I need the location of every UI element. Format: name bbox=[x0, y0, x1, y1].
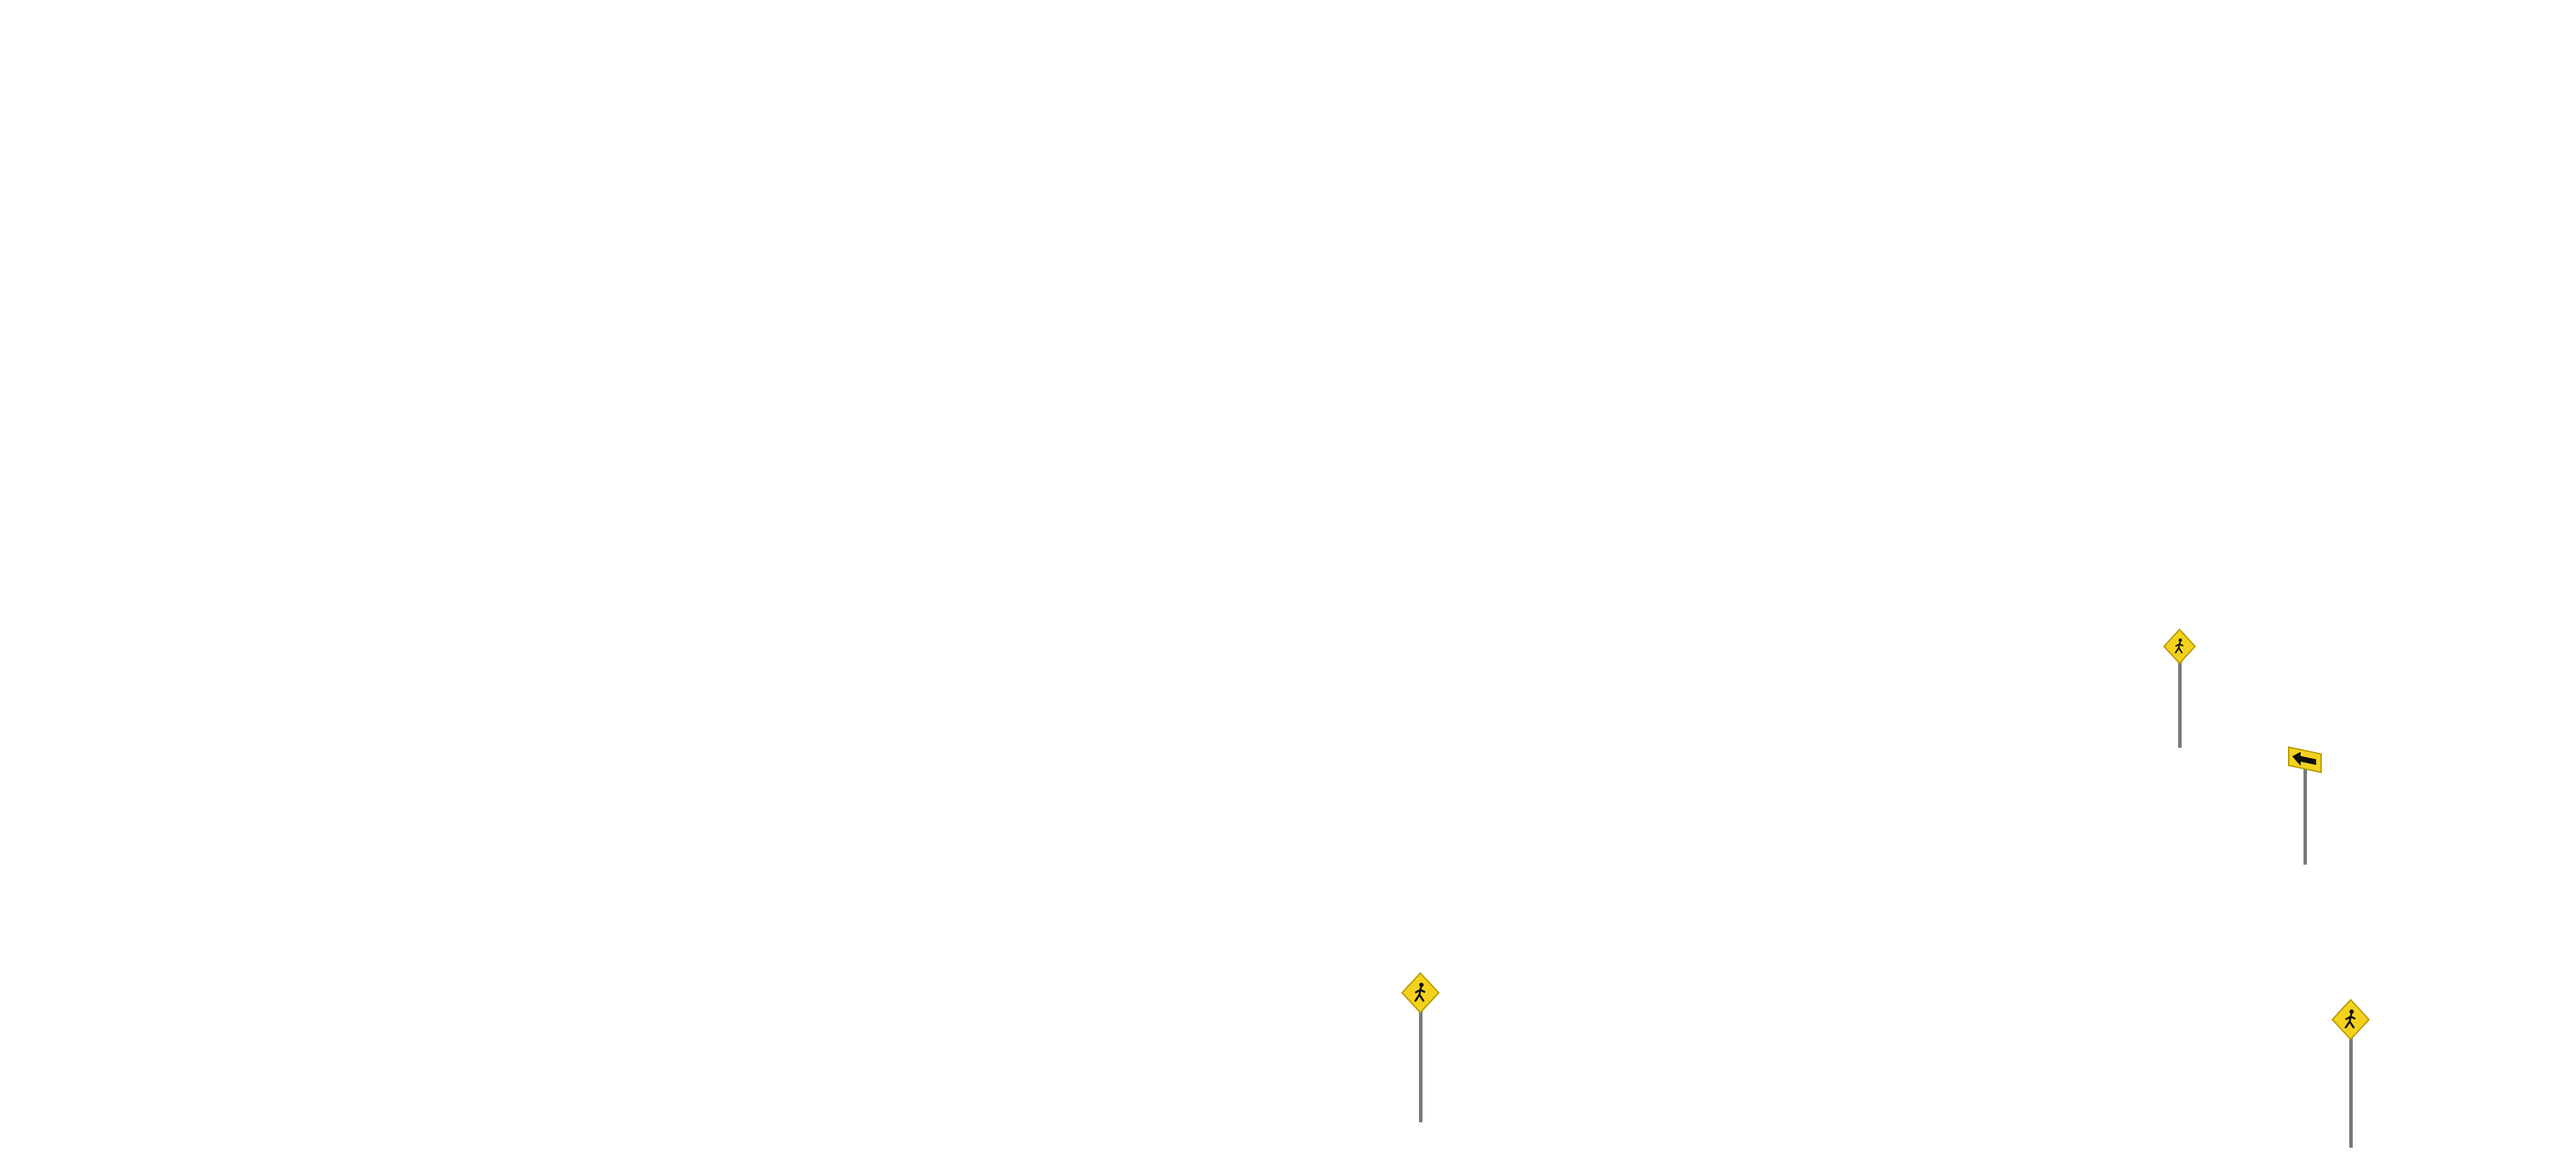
pedestrian-icon bbox=[1414, 982, 1425, 1002]
pedestrian-icon bbox=[2344, 1009, 2356, 1029]
arrow-left-icon bbox=[2292, 751, 2316, 766]
pedestrian-crossing-sign bbox=[2163, 628, 2196, 748]
sign-pole bbox=[2349, 1038, 2353, 1148]
sign-pole bbox=[1419, 1011, 1423, 1122]
sign-pole bbox=[2178, 662, 2182, 748]
pedestrian-icon bbox=[2175, 638, 2184, 653]
sign-pole bbox=[2303, 767, 2307, 865]
pedestrian-crossing-sign bbox=[2331, 998, 2370, 1148]
pedestrian-crossing-sign bbox=[1401, 972, 1440, 1122]
left-arrow-sign bbox=[2288, 746, 2322, 865]
